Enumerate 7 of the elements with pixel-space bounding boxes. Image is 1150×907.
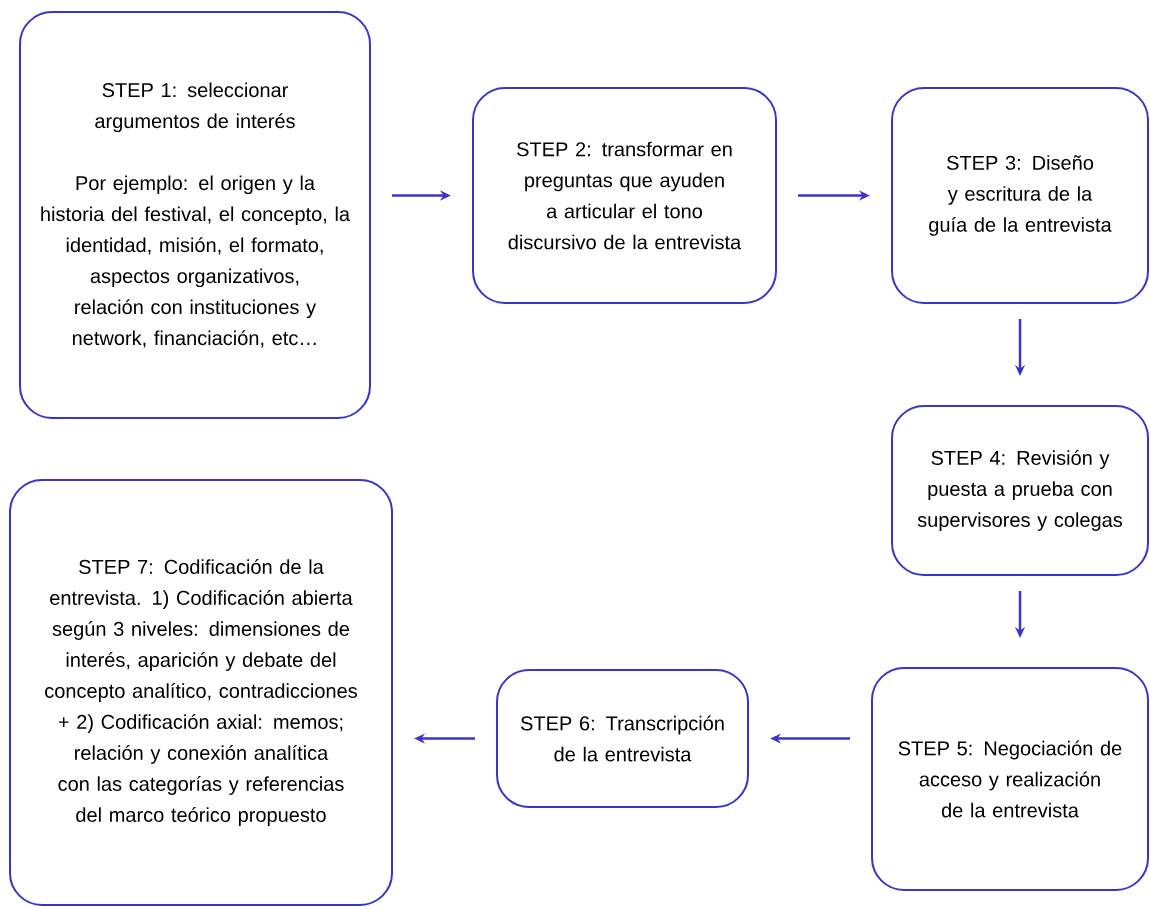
step-box: STEP 4: Revisión y puesta a prueba con supervisores y colegas: [891, 405, 1149, 576]
step-box: STEP 3: Diseño y escritura de la guía de la entrevista: [891, 87, 1149, 304]
step-box: STEP 1: seleccionar argumentos de interés Por ejemplo: el origen y la historia del festival, el concepto, la identidad, misión, el formato, aspectos organizativos, relación con instituciones y network, financiación, etc…: [19, 11, 371, 419]
step-box: STEP 5: Negociación de acceso y realización de la entrevista: [871, 667, 1149, 891]
step-box: STEP 2: transformar en preguntas que ayuden a articular el tono discursivo de la entrevista: [472, 87, 777, 304]
step-box: STEP 6: Transcripción de la entrevista: [496, 669, 749, 808]
step-box: STEP 7: Codificación de la entrevista. 1) Codificación abierta según 3 niveles: dimensiones de interés, aparición y debate del concepto analítico, contradicciones + 2) Codificación axial: memos; relación y conexión analítica con las categorías y referencias del marco teórico propuesto: [9, 479, 393, 906]
